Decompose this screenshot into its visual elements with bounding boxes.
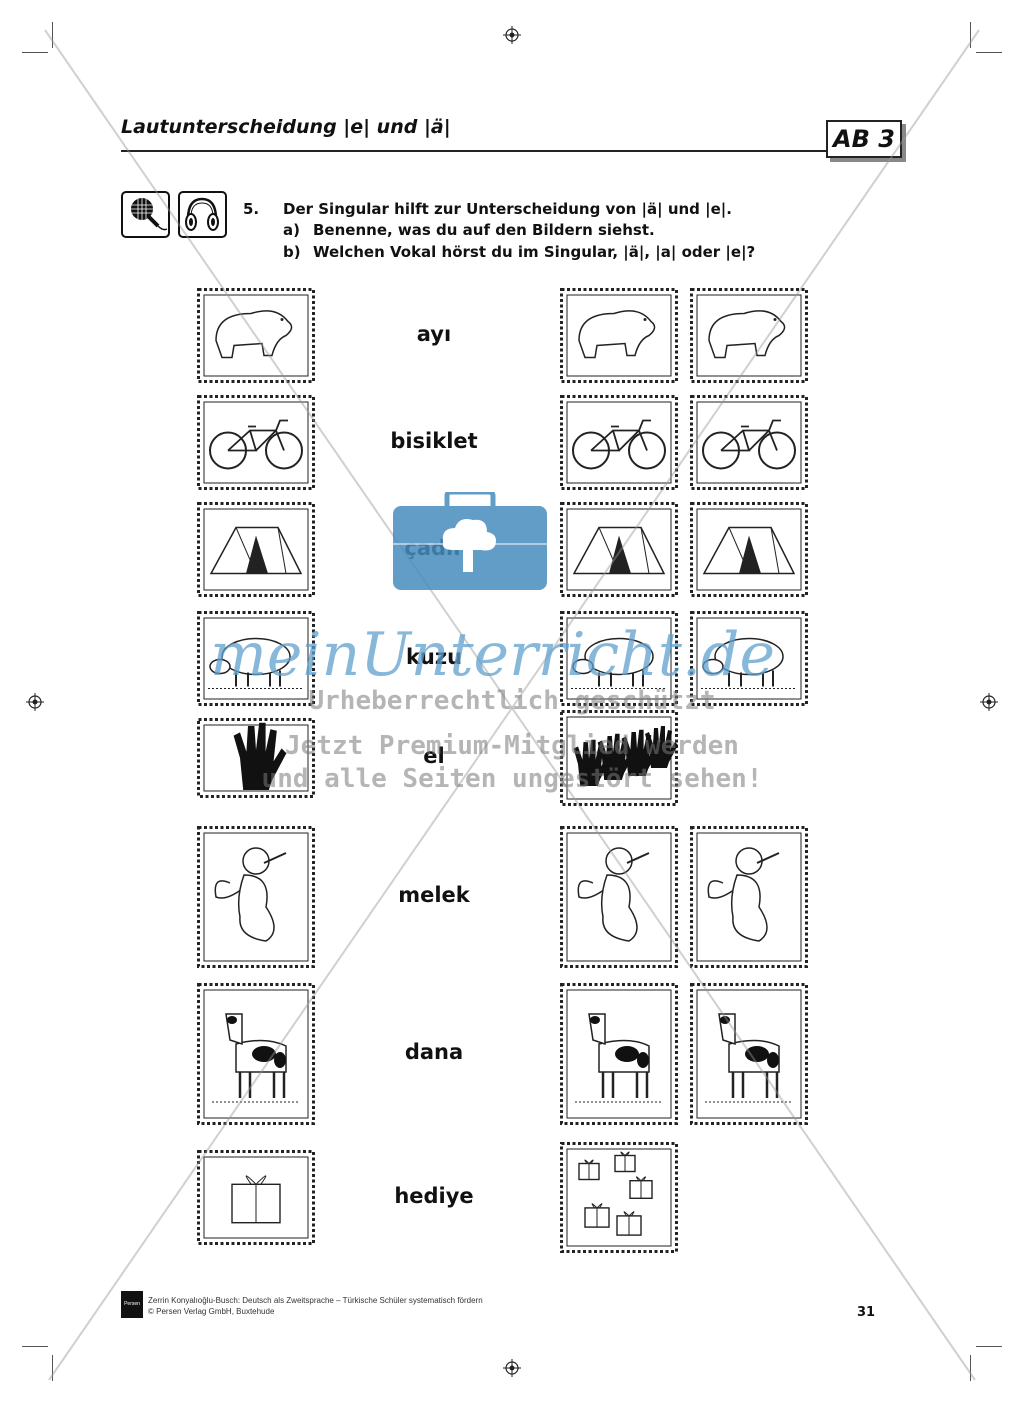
angel-plural-stamp	[690, 826, 808, 968]
page-title: Lautunterscheidung |e| und |ä|	[121, 116, 451, 138]
publisher-logo: Persen	[121, 1291, 143, 1318]
tent-picture	[197, 502, 315, 597]
bicycle-picture	[197, 395, 315, 490]
registration-mark-icon	[26, 693, 44, 711]
lamb-picture	[197, 611, 315, 706]
watermark-line-1: Urheberrechtlich geschützt	[308, 686, 716, 716]
gift-plural-stamp	[560, 1142, 678, 1253]
crop-mark	[970, 22, 971, 48]
hand-singular-stamp	[197, 718, 315, 798]
calf-plural-stamp	[690, 983, 808, 1125]
microphone-icon	[121, 191, 170, 238]
task-instruction: Der Singular hilft zur Unterscheidung vo…	[283, 200, 732, 218]
crop-mark	[976, 1346, 1002, 1347]
crop-mark	[52, 1355, 53, 1381]
bicycle-singular-stamp	[197, 395, 315, 490]
hand-plural-stamp	[560, 710, 678, 806]
bicycle-plural-stamp	[690, 395, 808, 490]
crop-mark	[22, 52, 48, 53]
crop-mark	[970, 1355, 971, 1381]
registration-mark-icon	[503, 1359, 521, 1377]
task-a-text: Benenne, was du auf den Bildern siehst.	[313, 221, 655, 239]
header-divider	[121, 150, 826, 152]
bear-singular-stamp	[197, 288, 315, 383]
lamb-plural-stamp	[690, 611, 808, 706]
lamb-plural-stamp	[560, 611, 678, 706]
bicycle-plural-stamp	[560, 395, 678, 490]
bear-plural-stamp	[690, 288, 808, 383]
calf-picture	[197, 983, 315, 1125]
bear-picture	[197, 288, 315, 383]
turkish-word: melek	[398, 883, 470, 907]
task-number: 5.	[243, 200, 260, 218]
tent-plural-stamp	[560, 502, 678, 597]
angel-picture	[197, 826, 315, 968]
angel-plural-stamp	[560, 826, 678, 968]
headphones-icon	[178, 191, 227, 238]
tent-plural-stamp	[690, 502, 808, 597]
task-b-label: b)	[283, 243, 301, 261]
watermark-line-2: Jetzt Premium-Mitglied werden	[285, 731, 739, 761]
turkish-word: dana	[404, 1040, 464, 1064]
task-a-label: a)	[283, 221, 300, 239]
watermark-brand: meinUnterricht.de	[210, 620, 775, 690]
turkish-word: hediye	[394, 1183, 474, 1208]
tent-singular-stamp	[197, 502, 315, 597]
page-number: 31	[857, 1305, 876, 1320]
turkish-word: ayı	[416, 321, 452, 346]
gift-picture	[197, 1150, 315, 1245]
briefcase-cloud-icon	[393, 492, 547, 590]
crop-mark	[52, 22, 53, 48]
footer-citation: Zerrin Konyalıoğlu-Busch: Deutsch als Zw…	[148, 1296, 483, 1305]
bear-plural-stamp	[560, 288, 678, 383]
angel-singular-stamp	[197, 826, 315, 968]
turkish-word: bisiklet	[390, 428, 478, 453]
hand-picture	[197, 718, 315, 798]
publisher-logo-text: Persen	[124, 1301, 140, 1307]
gift-singular-stamp	[197, 1150, 315, 1245]
crop-mark	[976, 52, 1002, 53]
calf-plural-stamp	[560, 983, 678, 1125]
turkish-word: el	[423, 744, 445, 768]
worksheet-badge: AB 3	[826, 120, 902, 158]
footer-copyright: © Persen Verlag GmbH, Buxtehude	[148, 1307, 275, 1316]
calf-singular-stamp	[197, 983, 315, 1125]
watermark-line-3: und alle Seiten ungestört sehen!	[261, 764, 763, 794]
registration-mark-icon	[503, 26, 521, 44]
turkish-word: kuzu	[405, 644, 463, 669]
lamb-singular-stamp	[197, 611, 315, 706]
registration-mark-icon	[980, 693, 998, 711]
crop-mark	[22, 1346, 48, 1347]
task-b-text: Welchen Vokal hörst du im Singular, |ä|,…	[313, 243, 756, 261]
